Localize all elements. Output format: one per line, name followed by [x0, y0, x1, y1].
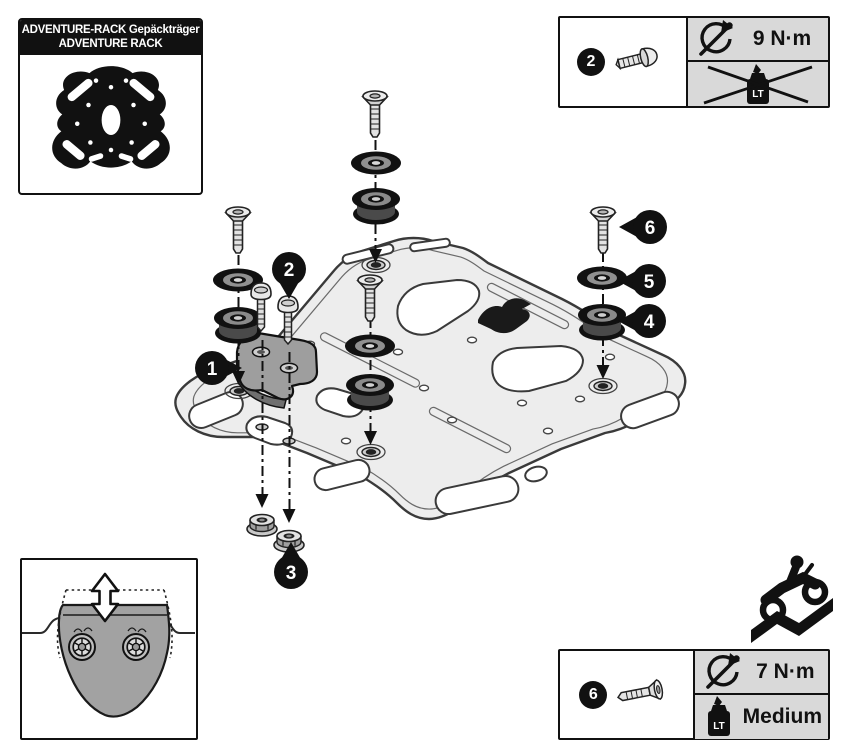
threadlocker-bottle-icon: LT [707, 696, 730, 736]
rubber-grommet [346, 374, 394, 411]
product-title-line2: ADVENTURE RACK [58, 38, 163, 50]
spec-box-item2: 2 9 N·m [558, 16, 830, 108]
motorcycle-direction-icon [751, 555, 833, 643]
alternate-position-outline [56, 589, 173, 659]
countersunk-screw-item6 [590, 206, 616, 254]
torque-row: 7 N·m [694, 651, 828, 693]
item-number-badge: 2 [577, 48, 605, 76]
adjustment-detail-box [20, 558, 198, 740]
svg-text:LT: LT [752, 89, 763, 100]
torque-wrench-icon [699, 20, 733, 56]
clamp-screw [68, 633, 96, 661]
svg-text:2: 2 [284, 260, 295, 281]
svg-text:3: 3 [286, 563, 297, 584]
clamp-adjustment-diagram [22, 572, 195, 718]
svg-text:5: 5 [644, 272, 655, 293]
pan-head-screw-icon [615, 47, 658, 71]
rack-thumbnail-icon [51, 66, 170, 169]
brand-logo [478, 298, 531, 334]
countersunk-screw [362, 90, 388, 138]
callout-5: 5 [618, 264, 666, 298]
torque-value: 9 N·m [752, 27, 812, 50]
callout-4: 4 [618, 304, 666, 338]
flange-nut-item3 [246, 513, 278, 537]
rubber-grommet [214, 307, 262, 344]
product-title: ADVENTURE-RACK Gepäckträger ADVENTURE RA… [20, 20, 201, 55]
svg-text:4: 4 [644, 312, 655, 333]
washer-item5 [577, 266, 627, 290]
washer [345, 334, 395, 358]
callout-2: 2 [272, 252, 306, 299]
handle-slots [188, 237, 680, 516]
svg-text:1: 1 [207, 359, 218, 380]
callout-3: 3 [274, 542, 308, 589]
title-box: ADVENTURE-RACK Gepäckträger ADVENTURE RA… [18, 18, 203, 195]
torque-row: 9 N·m [688, 18, 828, 60]
countersunk-screw-icon [617, 678, 664, 701]
torque-wrench-icon [705, 653, 740, 689]
callout-1: 1 [195, 351, 242, 385]
threadlocker-row: LT Medium [694, 693, 828, 739]
callout-6: 6 [619, 210, 667, 244]
double-arrow-icon [90, 572, 120, 623]
item-number-badge: 6 [579, 680, 608, 709]
product-title-line1: ADVENTURE-RACK Gepäckträger [21, 24, 200, 36]
no-threadlocker-icon: LT [703, 64, 813, 105]
torque-value: 7 N·m [756, 660, 815, 683]
clamp-screw [122, 633, 150, 661]
rubber-grommet [352, 188, 400, 225]
countersunk-screw [225, 206, 251, 254]
rubber-grommet-item4 [578, 304, 626, 341]
svg-text:6: 6 [645, 218, 656, 239]
spec-box-item6: 6 7 N·m [558, 649, 830, 740]
threadlocker-value: Medium [742, 705, 822, 728]
washer [351, 151, 401, 175]
svg-text:LT: LT [713, 721, 724, 732]
clamp-plate [57, 603, 171, 718]
threadlocker-row: LT [688, 60, 828, 106]
